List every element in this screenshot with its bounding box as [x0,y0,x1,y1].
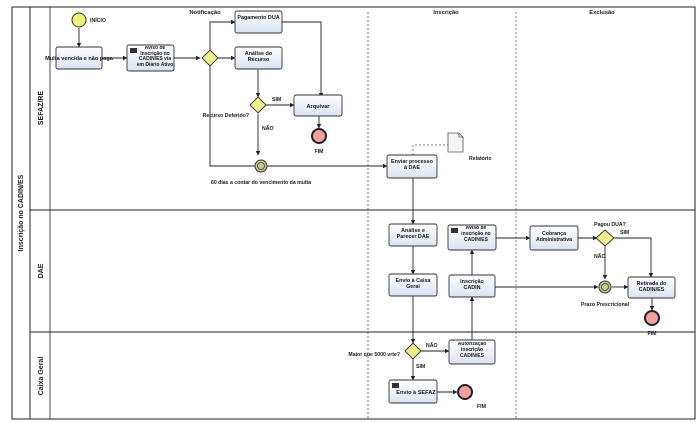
task-arquivar-label: Arquivar [306,104,330,110]
message-icon [392,383,399,388]
end-event-2 [457,384,473,400]
task-aviso-inscricao-1: Aviso de inscrição no CADIN/ES via em Di… [126,44,175,72]
task-analise-parecer-dae: Análise e Parecer DAE [388,223,438,247]
gateway-valor [404,342,422,360]
document-artifact [447,132,464,153]
pool [11,6,696,420]
message-icon [451,228,458,233]
task-enviar-processo: Enviar processo à DAE [386,154,438,179]
start-event [71,12,87,28]
timer-event-1-label: 60 dias a contar do vencimento da multa [211,180,311,186]
task-multa-vencida-label: Multa vencida e não paga [45,56,114,62]
task-aviso-inscricao-2-label: Aviso de inscrição no CADIN/ES [461,226,491,243]
timer-event-1 [254,159,268,173]
task-enviar-processo-label: Enviar processo à DAE [391,159,433,171]
message-icon [130,48,137,53]
task-arquivar: Arquivar [293,94,343,117]
end-event-3-label: FIM [648,331,657,337]
task-pagamento-dua-label: Pagamento DUA [237,15,280,21]
task-retirada-cadin-label: Retirada do CADIN/ES [636,281,667,293]
lane-label-caixa: Caixa Geral [38,357,45,396]
task-aviso-inscricao-1-label: Aviso de inscrição no CADIN/ES via em Di… [136,46,174,68]
gateway-recurso-label: Recurso Deferido? [203,113,249,119]
task-envio-sefaz-label: Envio à SEFAZ [396,390,436,396]
task-autorizacao-inscricao-label: Autorização inscrição CADIN/ES [457,342,487,359]
gateway-recurso [249,96,267,114]
end-event-2-label: FIM [477,404,486,410]
task-envio-sefaz: Envio à SEFAZ [388,379,438,404]
flow-label-nao-2: NÃO [426,342,438,349]
lane-label-sefaz: SEFAZ/RE [38,91,45,126]
gateway-pagou [595,229,615,247]
task-envio-caixa-geral-label: Envio à Caixa Geral [395,278,431,290]
gateway-pagou-label: Pagou DUA? [594,222,626,228]
sequence-flows [76,19,655,395]
end-event-3 [644,310,660,326]
pool-label: Inscrição no CADIN/ES [18,174,25,251]
artifact-association [412,144,448,155]
task-inscricao-cadin-label: Inscrição CADIN [460,279,484,291]
flow-label-sim-1: SIM [272,97,281,103]
task-multa-vencida: Multa vencida e não paga [45,46,114,70]
gateway-1 [201,49,219,67]
task-cobranca-administrativa: Cobrança Administrativa [529,225,579,251]
end-event-1 [311,128,327,144]
start-event-label: INÍCIO [90,16,106,24]
document-artifact-label: Relatório [469,156,491,162]
task-cobranca-administrativa-label: Cobrança Administrativa [535,231,573,243]
task-aviso-inscricao-2: Aviso de inscrição no CADIN/ES [447,224,497,251]
flow-label-nao-1: NÃO [262,125,274,132]
task-autorizacao-inscricao: Autorização inscrição CADIN/ES [448,339,496,365]
task-pagamento-dua: Pagamento DUA [234,10,283,34]
flow-label-sim-2: SIM [416,364,425,370]
task-analise-parecer-dae-label: Análise e Parecer DAE [396,228,430,240]
svg-text:60 dias a contar do vencimento: 60 dias a contar do vencimento da multa [211,180,311,186]
flow-label-sim-3: SIM [620,230,629,236]
timer-event-2 [598,280,612,294]
gateway-valor-label: Maior que 5000 vrte? [348,352,400,358]
timer-event-2-label: Prazo Prescricional [581,302,630,308]
task-retirada-cadin: Retirada do CADIN/ES [627,276,676,299]
lane-label-dae: DAE [38,263,45,278]
task-analise-recurso-label: Análise do Recurso [244,51,273,63]
phase-inscricao: Inscrição [433,10,459,16]
phase-exclusao: Exclusão [589,10,615,16]
task-envio-caixa-geral: Envio à Caixa Geral [388,273,438,297]
flow-label-nao-3: NÃO [594,253,606,260]
task-inscricao-cadin: Inscrição CADIN [448,274,496,298]
task-analise-recurso: Análise do Recurso [234,46,283,70]
end-event-1-label: FIM [315,149,324,155]
phase-notificacao: Notificação [189,10,221,16]
